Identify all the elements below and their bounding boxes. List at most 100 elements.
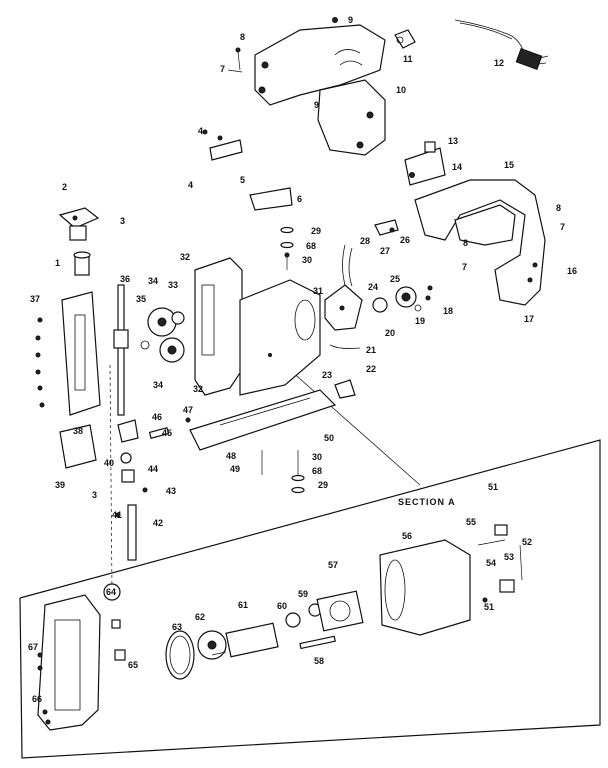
label-4b: 4 bbox=[188, 180, 193, 190]
label-64: 64 bbox=[106, 587, 116, 597]
label-32b: 32 bbox=[193, 384, 203, 394]
label-31: 31 bbox=[313, 286, 323, 296]
label-65: 65 bbox=[128, 660, 138, 670]
label-25: 25 bbox=[390, 274, 400, 284]
label-19: 19 bbox=[415, 316, 425, 326]
brush-holder bbox=[324, 244, 363, 349]
label-2: 2 bbox=[62, 182, 67, 192]
label-16: 16 bbox=[567, 266, 577, 276]
label-3b: 3 bbox=[92, 490, 97, 500]
shoe-screws bbox=[185, 417, 305, 494]
shoe-clamp bbox=[334, 379, 356, 399]
label-21: 21 bbox=[366, 345, 376, 355]
label-24: 24 bbox=[368, 282, 378, 292]
switch-assembly bbox=[404, 141, 446, 186]
label-29b: 29 bbox=[318, 480, 328, 490]
label-45: 45 bbox=[162, 428, 172, 438]
motor-housing bbox=[239, 279, 321, 396]
section-a-left-housing bbox=[37, 594, 126, 731]
label-51b: 51 bbox=[484, 602, 494, 612]
label-17: 17 bbox=[524, 314, 534, 324]
label-7: 7 bbox=[220, 64, 225, 74]
label-47: 47 bbox=[183, 405, 193, 415]
label-22: 22 bbox=[366, 364, 376, 374]
bearing-60-59 bbox=[285, 603, 322, 628]
brush-parts-right bbox=[477, 524, 523, 603]
label-18: 18 bbox=[443, 306, 453, 316]
label-57: 57 bbox=[328, 560, 338, 570]
label-56: 56 bbox=[402, 531, 412, 541]
label-68b: 68 bbox=[312, 466, 322, 476]
label-1: 1 bbox=[55, 258, 60, 268]
label-4: 4 bbox=[198, 126, 203, 136]
label-46: 46 bbox=[152, 412, 162, 422]
label-59: 59 bbox=[298, 589, 308, 599]
housing-half-top bbox=[254, 24, 386, 156]
section-a-frame bbox=[19, 364, 601, 759]
switch-knob bbox=[394, 29, 416, 49]
field-57 bbox=[316, 590, 364, 632]
label-8: 8 bbox=[240, 32, 245, 42]
label-7c: 7 bbox=[462, 262, 467, 272]
handle-housing bbox=[414, 179, 546, 306]
gear-housing bbox=[194, 257, 243, 396]
bearing-retainer bbox=[58, 207, 100, 241]
motor-frame-56 bbox=[379, 539, 471, 636]
label-63: 63 bbox=[172, 622, 182, 632]
label-43: 43 bbox=[166, 486, 176, 496]
screws-left-66-67 bbox=[37, 652, 51, 725]
label-29: 29 bbox=[311, 226, 321, 236]
label-10: 10 bbox=[396, 85, 406, 95]
armature-61 bbox=[211, 622, 279, 658]
label-15: 15 bbox=[504, 160, 514, 170]
label-plate bbox=[59, 424, 97, 469]
screw-set-top bbox=[227, 17, 338, 73]
label-41: 41 bbox=[112, 510, 122, 520]
plunger-shaft bbox=[113, 284, 129, 416]
label-40: 40 bbox=[104, 458, 114, 468]
bearing-group-right bbox=[372, 285, 433, 313]
power-cord bbox=[454, 19, 549, 70]
fan-62 bbox=[197, 630, 227, 660]
label-11: 11 bbox=[403, 54, 413, 64]
label-38: 38 bbox=[73, 426, 83, 436]
label-60: 60 bbox=[277, 601, 287, 611]
plate-parts bbox=[202, 129, 293, 211]
label-30b: 30 bbox=[312, 452, 322, 462]
label-42: 42 bbox=[153, 518, 163, 528]
label-9b: 9 bbox=[314, 100, 319, 110]
label-36: 36 bbox=[120, 274, 130, 284]
label-26: 26 bbox=[400, 235, 410, 245]
callout-64 bbox=[103, 583, 121, 601]
label-14: 14 bbox=[452, 162, 462, 172]
label-8c: 8 bbox=[463, 238, 468, 248]
label-54: 54 bbox=[486, 558, 496, 568]
label-68: 68 bbox=[306, 241, 316, 251]
label-30: 30 bbox=[302, 255, 312, 265]
label-61: 61 bbox=[238, 600, 248, 610]
section-a-title: SECTION A bbox=[398, 497, 456, 507]
label-49: 49 bbox=[230, 464, 240, 474]
label-12: 12 bbox=[494, 58, 504, 68]
gear-cover-plate bbox=[35, 291, 101, 416]
label-6: 6 bbox=[297, 194, 302, 204]
label-32: 32 bbox=[180, 252, 190, 262]
brush-58 bbox=[299, 635, 336, 650]
label-5: 5 bbox=[240, 175, 245, 185]
drive-gears bbox=[140, 307, 185, 363]
label-34: 34 bbox=[148, 276, 158, 286]
label-48: 48 bbox=[226, 451, 236, 461]
part-labels: 1 2 3 3 4 4 5 6 7 7 7 8 8 8 9 9 10 11 12… bbox=[28, 15, 577, 704]
label-35: 35 bbox=[136, 294, 146, 304]
label-52: 52 bbox=[522, 537, 532, 547]
label-28: 28 bbox=[360, 236, 370, 246]
label-37: 37 bbox=[30, 294, 40, 304]
label-33: 33 bbox=[168, 280, 178, 290]
label-27: 27 bbox=[380, 246, 390, 256]
label-23: 23 bbox=[322, 370, 332, 380]
shoe-base bbox=[189, 389, 337, 451]
blade-clamp-parts bbox=[115, 419, 170, 561]
label-67: 67 bbox=[28, 642, 38, 652]
label-8b: 8 bbox=[556, 203, 561, 213]
